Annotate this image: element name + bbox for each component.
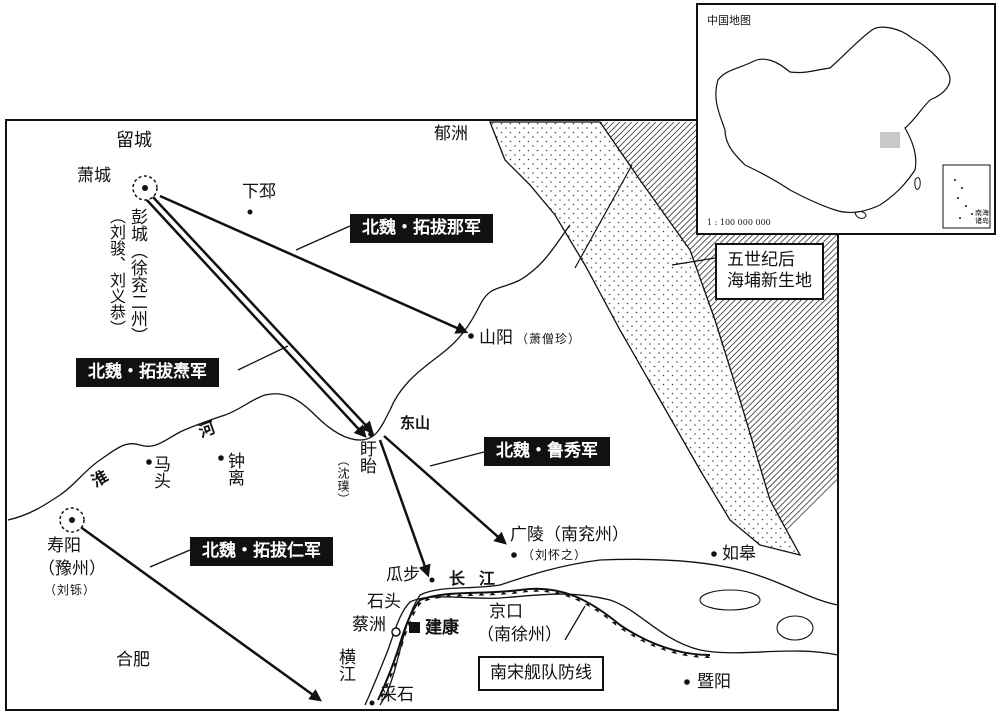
new-land-division bbox=[574, 164, 633, 269]
label-hefei: 合肥 bbox=[116, 650, 150, 670]
label-army-tuoba-tao: 北魏・拓拔焘军 bbox=[76, 358, 219, 387]
pengcheng-fort-icon bbox=[132, 175, 158, 201]
label-army-lu-xiu: 北魏・鲁秀军 bbox=[484, 437, 610, 466]
label-army-tuoba-na: 北魏・拓拔那军 bbox=[350, 214, 493, 243]
label-xiapi: 下邳 bbox=[242, 182, 276, 202]
label-xuyi: 盱眙 bbox=[356, 440, 376, 474]
label-pengcheng: 彭城（徐兖二州） bbox=[127, 208, 147, 344]
inset-south-sea-label: 南海诸岛 bbox=[975, 209, 989, 225]
label-shanyang: 山阳 bbox=[479, 328, 513, 348]
label-guabu: 瓜步 bbox=[386, 565, 420, 585]
settlement-markers bbox=[146, 209, 717, 706]
river-island bbox=[699, 589, 761, 611]
label-caishi: 采石 bbox=[380, 685, 414, 705]
huai-river bbox=[7, 224, 571, 521]
inset-title: 中国地图 bbox=[707, 14, 751, 27]
label-shanyang-note: （萧僧珍） bbox=[516, 332, 582, 346]
label-zhongli: 钟离 bbox=[224, 452, 244, 486]
label-caizhou: 蔡洲 bbox=[352, 615, 386, 635]
arrow-tuoba-tao bbox=[151, 195, 374, 434]
fleet-defense-line bbox=[377, 587, 711, 701]
label-shouyang-note: （刘铄） bbox=[44, 583, 97, 597]
hainan-island bbox=[854, 211, 867, 219]
label-xiaocheng: 萧城 bbox=[77, 166, 111, 186]
inset-scale: 1 : 100 000 000 bbox=[707, 218, 771, 227]
label-jiyang: 暨阳 bbox=[697, 672, 731, 692]
label-hengjiang: 横江 bbox=[335, 648, 355, 682]
jiankang-capital-marker bbox=[409, 622, 420, 633]
yangtze-south-bank bbox=[364, 593, 839, 706]
label-matou: 马头 bbox=[150, 455, 170, 489]
arrow-tuoba-na bbox=[159, 194, 469, 334]
label-liucheng: 留城 bbox=[116, 130, 152, 151]
arrow-tuoba-ren bbox=[74, 521, 323, 702]
china-outline bbox=[715, 26, 951, 214]
region-highlight bbox=[880, 132, 900, 148]
new-land-line-1: 五世纪后 bbox=[727, 250, 795, 270]
label-changjiang: 长江 bbox=[449, 569, 510, 588]
label-jingkou: 京口 bbox=[489, 602, 523, 622]
label-guangling: 广陵（南兖州） bbox=[510, 525, 629, 545]
caizhou-marker bbox=[391, 627, 401, 637]
arrow-xuyi-guabu bbox=[378, 439, 431, 578]
map-frame bbox=[5, 119, 839, 711]
south-sea-line-1: 南海 bbox=[975, 209, 989, 217]
shouyang-fort-icon bbox=[59, 507, 85, 533]
new-land-line-2: 海埔新生地 bbox=[727, 271, 812, 292]
label-fleet-line: 南宋舰队防线 bbox=[478, 656, 604, 692]
label-jingkou-sub: （南徐州） bbox=[477, 625, 562, 645]
south-sea-inset bbox=[942, 164, 991, 229]
arrow-tuoba-tao-2 bbox=[144, 197, 367, 438]
attack-arrows bbox=[74, 194, 507, 702]
south-sea-islands bbox=[954, 179, 973, 219]
leader-lines bbox=[149, 225, 716, 641]
label-rugao: 如皋 bbox=[722, 544, 756, 564]
label-xuyi-note: （沈璞） bbox=[336, 454, 350, 506]
arrow-lu-xiu bbox=[383, 435, 507, 545]
label-shouyang-sub: （豫州） bbox=[38, 559, 106, 579]
label-guangling-note: （刘怀之） bbox=[522, 548, 588, 562]
label-pengcheng-note: （刘骏、刘义恭） bbox=[107, 208, 126, 336]
fleet-ticks bbox=[380, 588, 711, 699]
label-army-tuoba-ren: 北魏・拓拔仁军 bbox=[190, 537, 333, 566]
taiwan-island bbox=[914, 177, 921, 190]
new-land-area bbox=[489, 121, 802, 556]
label-new-land: 五世纪后海埔新生地 bbox=[715, 243, 824, 300]
label-jiankang: 建康 bbox=[425, 618, 459, 638]
label-shitou: 石头 bbox=[367, 592, 401, 612]
south-sea-line-2: 诸岛 bbox=[975, 216, 989, 225]
label-dongshan: 东山 bbox=[400, 414, 431, 432]
label-shouyang: 寿阳 bbox=[47, 536, 81, 556]
label-yuzhou: 郁洲 bbox=[434, 124, 468, 144]
river-island-2 bbox=[776, 615, 814, 641]
